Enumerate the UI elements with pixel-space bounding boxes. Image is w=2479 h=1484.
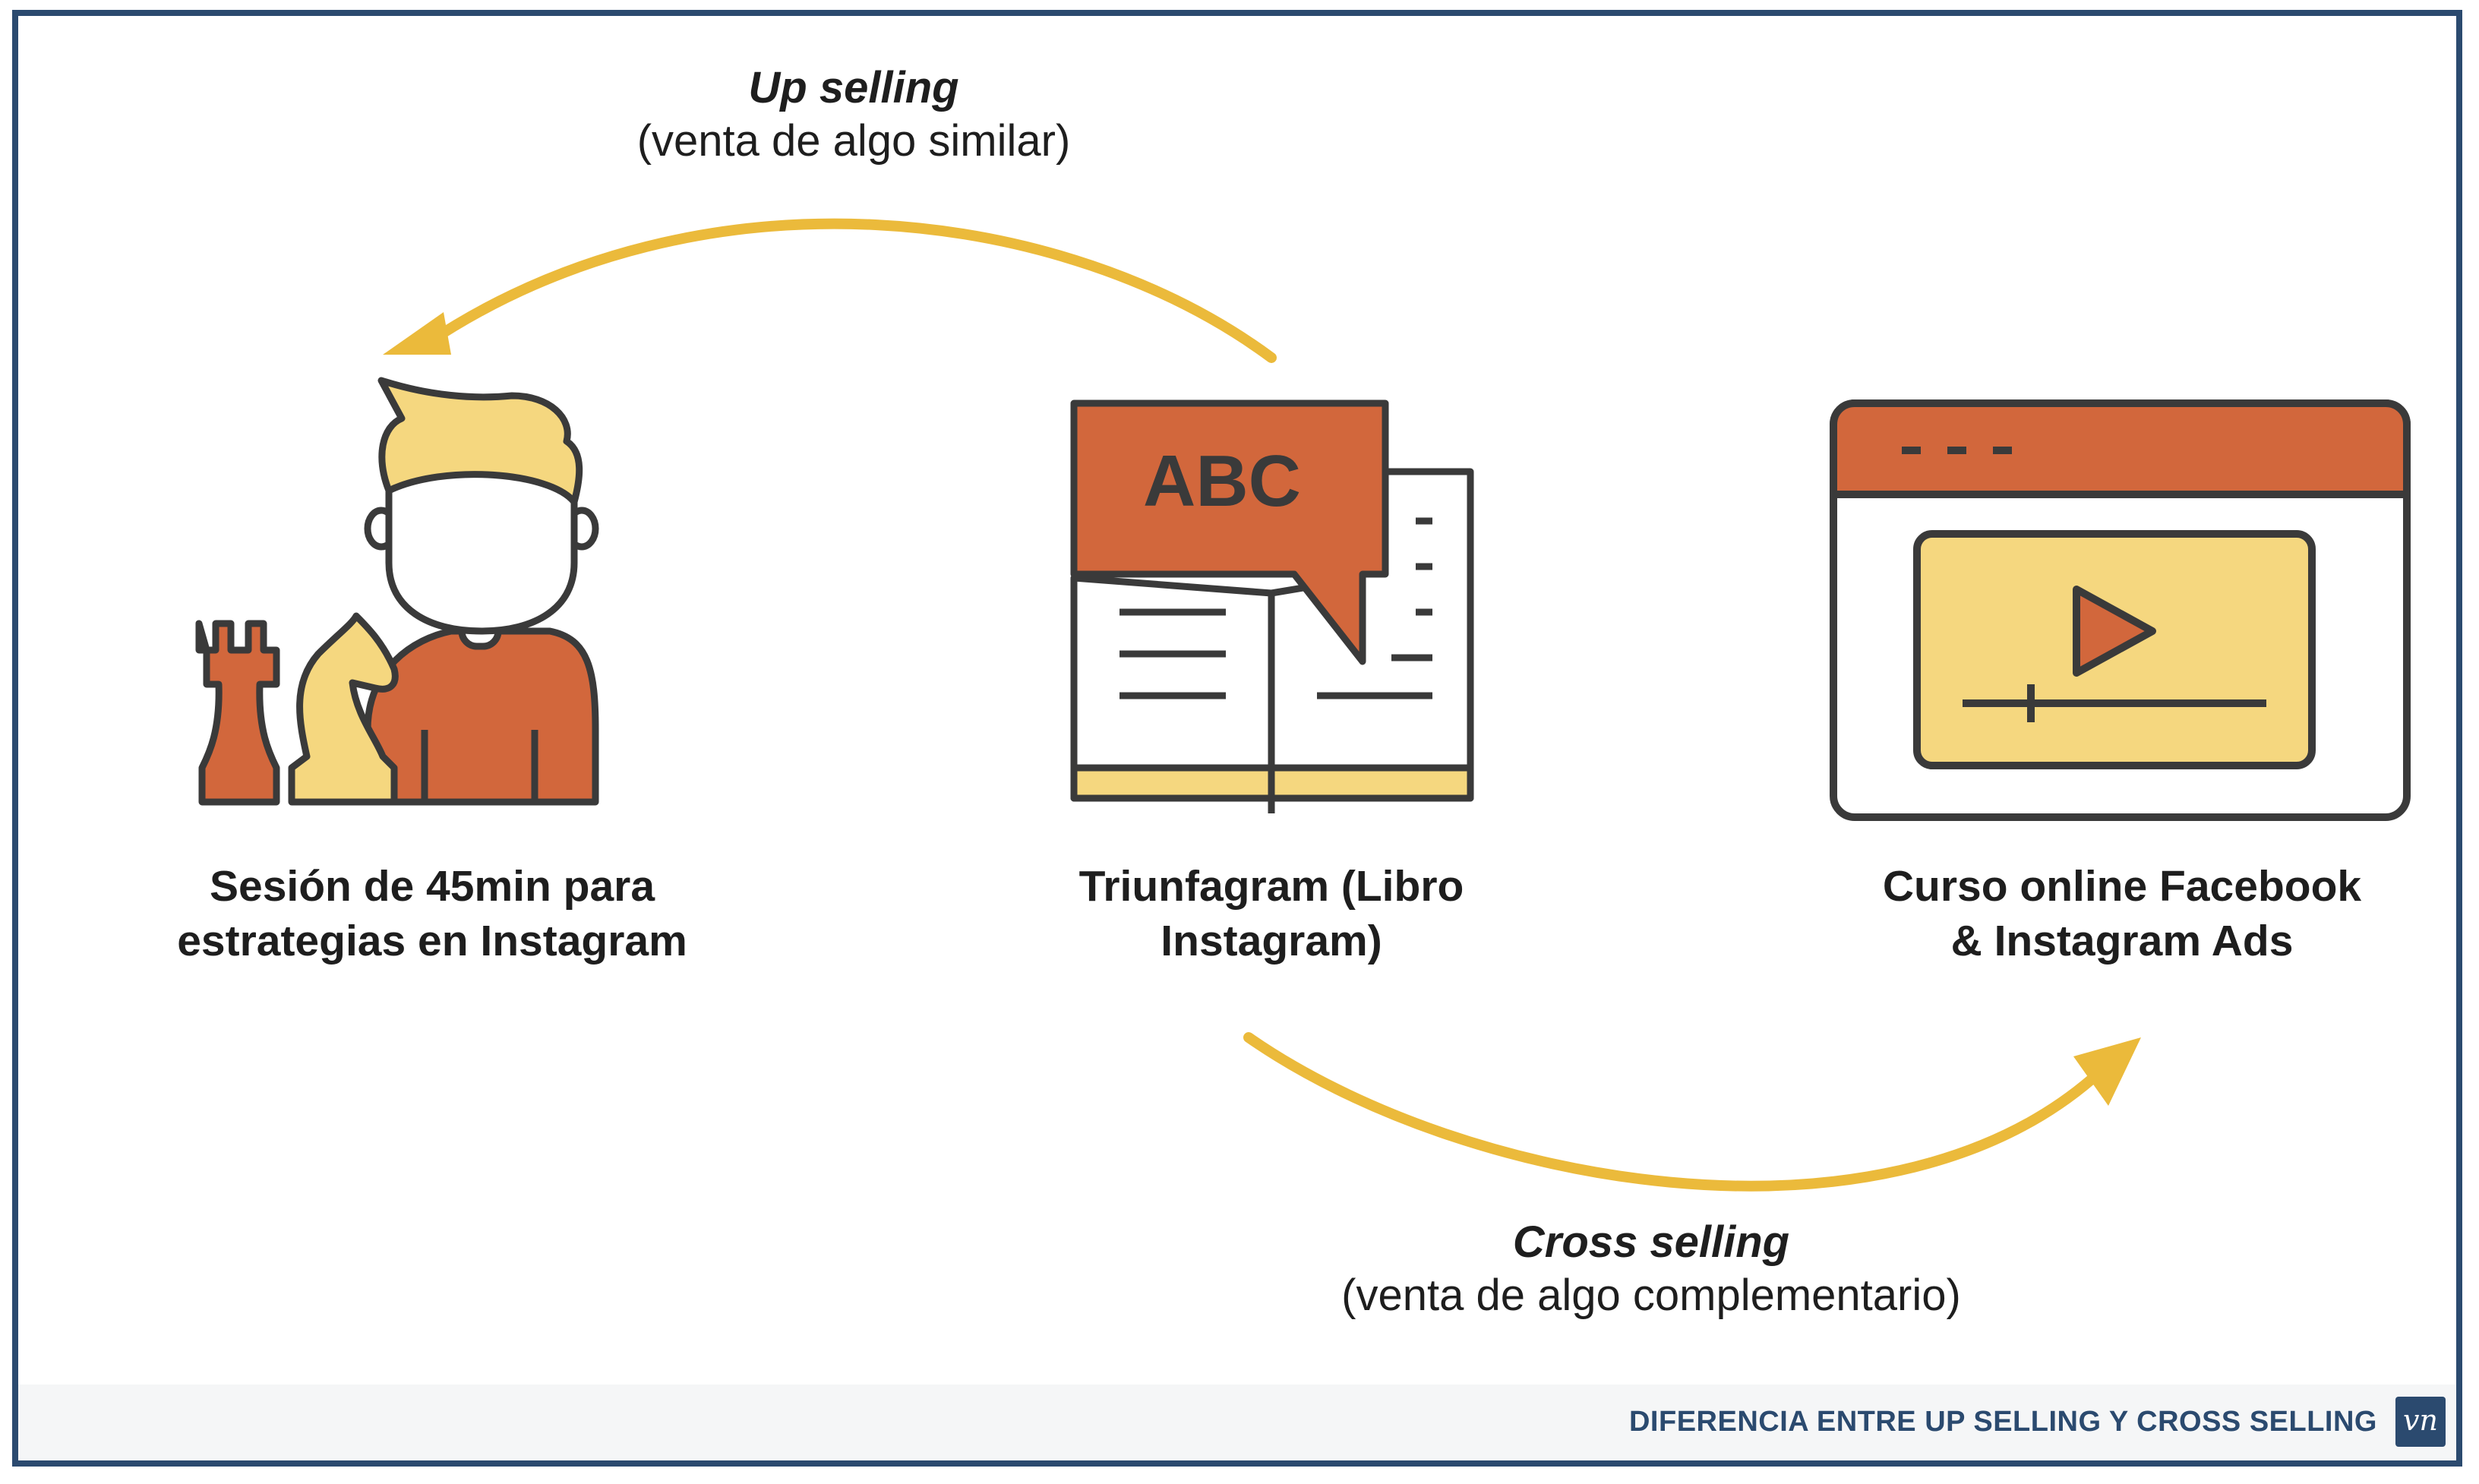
person-chess-icon: [195, 377, 599, 806]
footer-title: DIFERENCIA ENTRE UP SELLING Y CROSS SELL…: [1628, 1406, 2377, 1438]
book-speech-bubble-icon: [1070, 399, 1474, 813]
diagram-frame: ABC Up selling (venta de algo similar) C…: [12, 10, 2462, 1467]
cross-selling-label: Cross selling (venta de algo complementa…: [1233, 1216, 2069, 1322]
up-selling-title: Up selling: [748, 63, 959, 112]
up-selling-subtitle: (venta de algo similar): [636, 116, 1071, 166]
node-label-session: Sesión de 45min para estrategias en Inst…: [177, 862, 687, 965]
footer-bar: DIFERENCIA ENTRE UP SELLING Y CROSS SELL…: [18, 1385, 2456, 1460]
diagram-canvas: ABC: [195, 218, 2411, 1192]
cross-selling-title: Cross selling: [1512, 1217, 1790, 1267]
book-bubble-text: ABC: [1143, 440, 1301, 522]
up-selling-arrow: [383, 218, 1277, 363]
cross-selling-subtitle: (venta de algo complementario): [1341, 1271, 1961, 1320]
video-browser-icon: [1830, 399, 2411, 821]
brand-logo: vn: [2395, 1397, 2446, 1447]
up-selling-label: Up selling (venta de algo similar): [550, 62, 1157, 168]
cross-selling-arrow: [1243, 1032, 2141, 1192]
node-label-course: Curso online Facebook & Instagram Ads: [1882, 862, 2362, 965]
node-label-book: Triunfagram (Libro Instagram): [1078, 862, 1464, 965]
